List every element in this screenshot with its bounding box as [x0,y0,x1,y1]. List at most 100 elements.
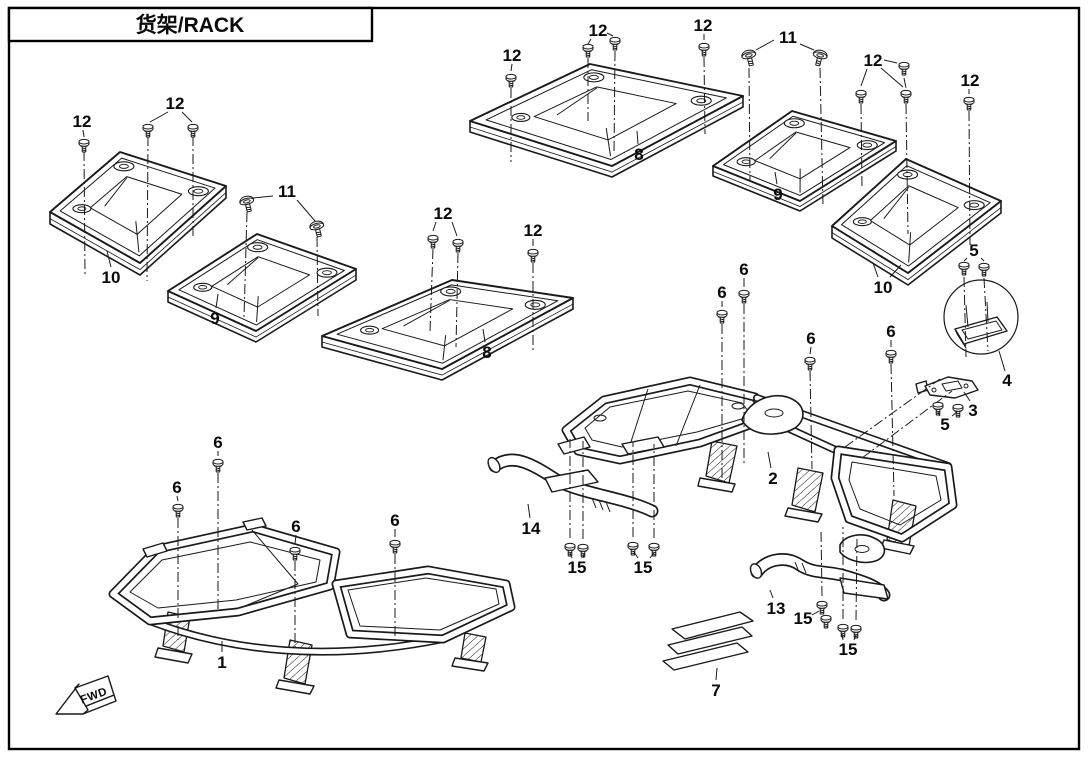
axis-line [905,103,909,235]
callout-label: 4 [1002,371,1012,390]
axis-line [703,56,706,135]
axis-line [748,67,751,182]
leader-line [606,32,614,37]
leader-line [527,503,531,519]
leader-line [872,262,879,278]
leader-line [998,350,1006,372]
callout-label: 6 [213,433,222,452]
callout-label: 12 [961,71,980,90]
callout-label: 2 [768,469,777,488]
callout-label: 8 [482,343,491,362]
callout-label: 11 [278,182,296,201]
callout-label: 8 [634,145,643,164]
leader-line [883,59,898,64]
callout-label: 6 [717,283,726,302]
callout-label: 6 [886,322,895,341]
axis-line [855,538,858,621]
callout-label: 12 [503,46,522,65]
leader-line [252,195,274,199]
callout-label: 6 [172,478,181,497]
callout-label: 9 [773,185,782,204]
callout-label: 3 [968,401,977,420]
callout-labels: 1212101191212812128121112129105435666626… [73,16,1013,700]
part-2-rear-rack-frame [557,376,958,564]
leader-line [82,129,85,138]
axis-line [820,528,823,597]
leader-line [106,250,112,268]
leader-line [853,634,857,641]
leader-line [951,411,958,417]
axis-line [316,236,319,317]
leader-line [963,391,971,402]
callout-label: 12 [589,21,608,40]
leader-line [767,451,772,469]
axis-line [809,370,813,470]
callout-label: 6 [739,260,748,279]
callout-label: 15 [839,640,858,659]
axis-line [983,277,989,352]
callout-label: 5 [969,241,978,260]
leader-line [880,67,904,88]
callout-label: 14 [522,519,541,538]
leader-line [294,534,297,545]
part-plate [831,158,1002,286]
leader-line [569,552,573,559]
part-14-grab-handle-left [487,453,659,518]
callout-label: 15 [634,558,653,577]
part-1-front-rack-frame [108,517,516,695]
part-plate [49,151,227,276]
part-plate [469,63,744,178]
part-plate [321,279,574,381]
title-box [7,6,374,43]
callout-label: 15 [794,609,813,628]
callout-label: 12 [524,221,543,240]
callout-label: 15 [568,558,587,577]
axis-line [903,77,907,89]
axis-line [844,378,941,448]
leader-lines [82,32,1006,681]
callout-label: 10 [102,268,121,287]
callout-label: 7 [711,681,720,700]
callout-label: 12 [694,16,713,35]
leader-line [963,257,968,262]
leader-line [432,221,437,232]
part-plate [167,233,357,343]
part-4-detail-circle [943,279,1019,355]
callout-label: 13 [767,599,786,618]
callout-label: 5 [940,415,949,434]
axis-line [890,363,895,497]
leader-line [811,610,820,616]
leader-line [149,111,169,123]
callout-label: 6 [390,511,399,530]
leader-line [636,130,639,145]
callout-label: 12 [73,112,92,131]
leader-line [215,293,219,309]
leader-line [799,43,815,51]
page-title: 货架/RACK [136,13,245,37]
callout-label: 10 [874,278,893,297]
axis-line [963,276,967,358]
leader-line [715,667,718,681]
leader-line [482,328,486,343]
axis-lines [83,50,989,651]
axis-line [968,110,971,246]
part-7-pad-strips [662,611,754,671]
leader-line [510,63,513,72]
rack-plates [49,63,1002,381]
leader-line [937,411,941,417]
leader-line [633,551,639,559]
part-plate [712,110,897,212]
fwd-arrow: FWD [55,675,117,715]
leader-line [889,264,902,278]
axis-line [860,103,863,188]
callout-label: 12 [434,204,453,223]
leader-line [755,39,775,51]
leader-line [809,346,812,355]
axis-line [613,50,616,155]
callout-label: 1 [217,653,226,672]
leader-line [649,552,655,559]
leader-line [841,633,844,641]
callout-label: 6 [291,517,300,536]
